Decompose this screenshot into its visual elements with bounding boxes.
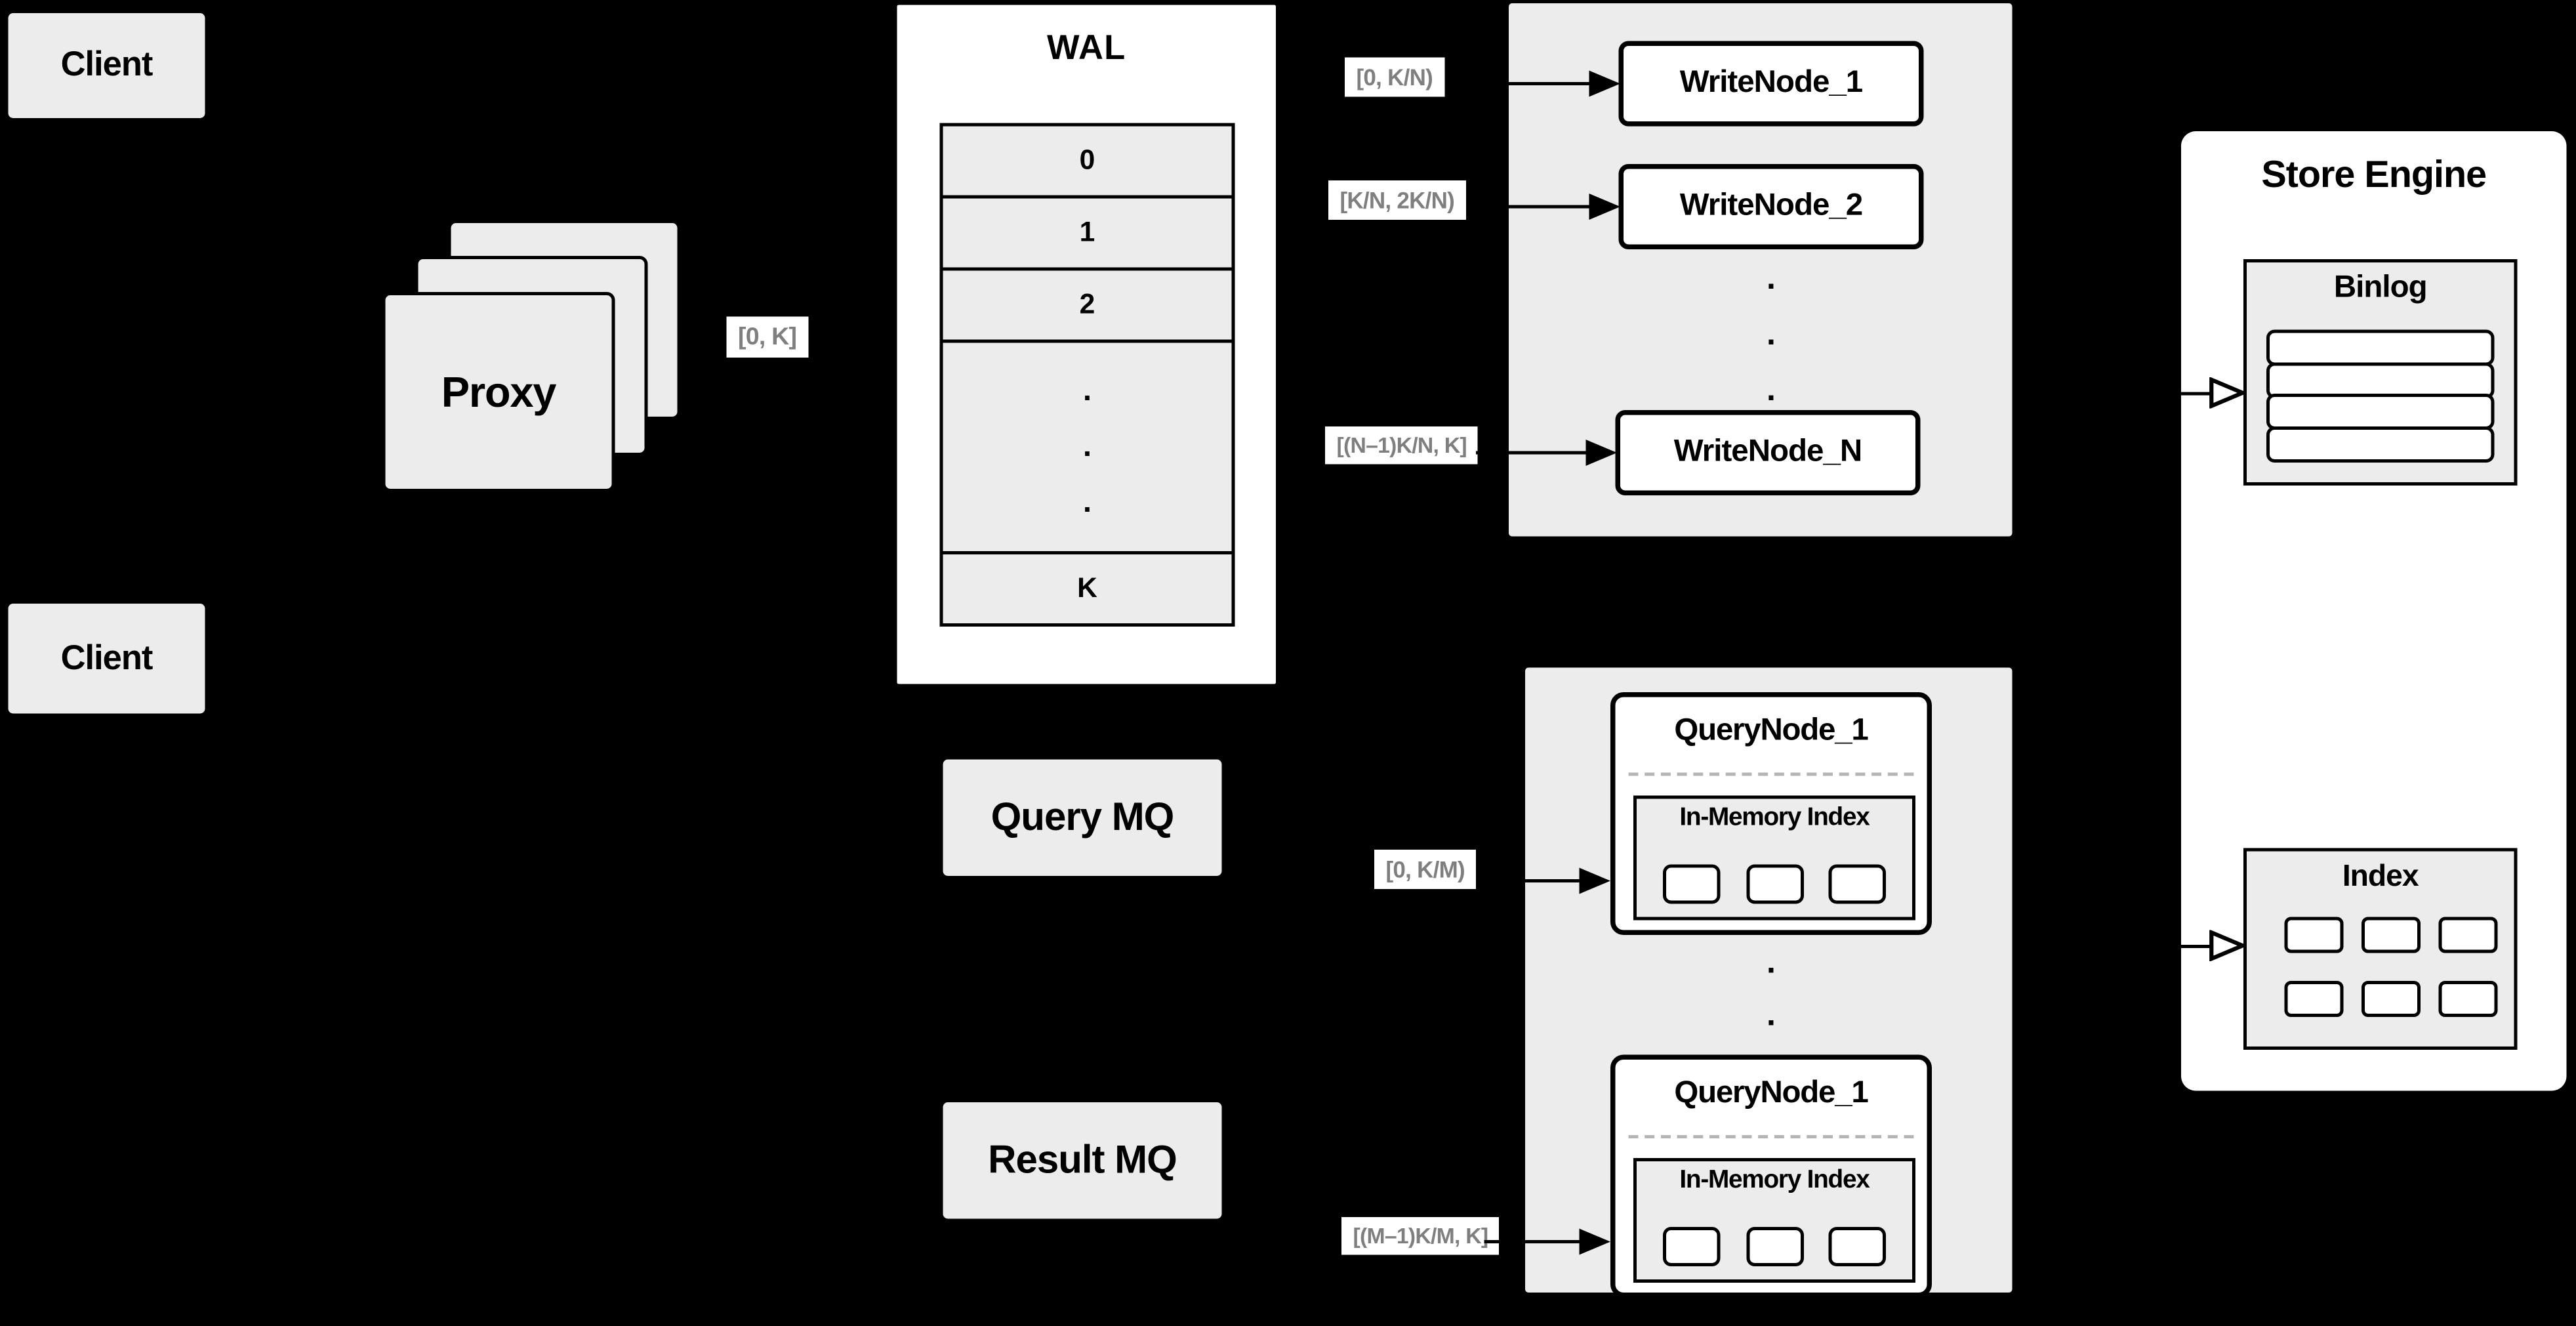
store-engine-node: Store Engine Binlog Index [2181, 131, 2567, 1091]
arrowhead-write-n-icon [1585, 440, 1617, 466]
index-cell [1663, 1227, 1721, 1266]
query-mq-label: Query MQ [991, 795, 1175, 839]
edge-label-wal-to-write-2: [K/N, 2K/N) [1328, 180, 1466, 220]
binlog-row [2266, 425, 2495, 462]
wal-segment-row-ellipsis: . . . [939, 339, 1235, 554]
write-node-1: WriteNode_1 [1618, 41, 1924, 127]
wal-segment-0-label: 0 [1079, 144, 1095, 176]
arrowhead-index-open-icon [2209, 930, 2245, 961]
wal-title: WAL [1047, 30, 1126, 68]
query-node-top-title: QueryNode_1 [1674, 713, 1868, 749]
result-mq-label: Result MQ [988, 1137, 1177, 1182]
index-cell [1828, 864, 1886, 904]
edge-label-proxy-to-wal: [0, K] [726, 316, 808, 358]
proxy-stack: Proxy [382, 220, 681, 492]
binlog-rows [2266, 329, 2495, 462]
edge-label-wal-to-write-1: [0, K/N) [1345, 57, 1444, 97]
proxy-card-front: Proxy [382, 292, 615, 492]
binlog-row [2266, 329, 2495, 366]
arrow-to-index [2176, 944, 2213, 949]
write-node-n-label: WriteNode_N [1673, 434, 1862, 470]
wal-segment-row-2: 2 [939, 267, 1235, 343]
index-cell [2361, 981, 2421, 1017]
index-cell [1663, 864, 1721, 904]
arrowhead-write-1-icon [1589, 70, 1620, 97]
store-engine-title: Store Engine [2261, 152, 2487, 196]
result-mq-node: Result MQ [943, 1102, 1222, 1219]
edge-label-query-to-node-bottom: [(M–1)K/M, K] [1341, 1217, 1500, 1255]
wal-segment-row-0: 0 [939, 123, 1235, 199]
arrow-to-query-node-top [1484, 879, 1581, 883]
client-top-label: Client [60, 46, 153, 84]
index-box: Index [2243, 848, 2518, 1050]
inmemory-index-cells [1663, 864, 1886, 904]
write-node-2: WriteNode_2 [1618, 164, 1924, 249]
inmemory-index-title: In-Memory Index [1679, 804, 1870, 832]
wal-segment-1-label: 1 [1079, 217, 1095, 248]
index-cell [2438, 981, 2498, 1017]
query-mq-node: Query MQ [943, 759, 1222, 876]
arrow-wal-to-write-2 [1476, 204, 1591, 209]
arrowhead-write-2-icon [1589, 194, 1620, 220]
index-cells-row-1 [2284, 917, 2498, 953]
write-node-1-label: WriteNode_1 [1679, 66, 1863, 100]
index-cell [2361, 917, 2421, 953]
query-node-bottom: QueryNode_1 In-Memory Index [1610, 1054, 1932, 1298]
proxy-label: Proxy [441, 366, 557, 416]
wal-segment-row-1: 1 [939, 195, 1235, 271]
query-node-top-inmemory-index: In-Memory Index [1633, 795, 1915, 921]
wal-segment-row-k: K [939, 551, 1235, 627]
index-title: Index [2342, 858, 2419, 893]
client-bottom-label: Client [60, 638, 153, 677]
arrowhead-query-top-icon [1579, 867, 1610, 894]
write-node-ellipsis-dots: . . . [1767, 260, 1776, 409]
binlog-row [2266, 394, 2495, 430]
index-cell [1828, 1227, 1886, 1266]
wal-segment-2-label: 2 [1079, 289, 1095, 320]
wal-node: WAL 0 1 2 . . . K [893, 1, 1279, 688]
arrow-to-query-node-bottom [1484, 1239, 1581, 1244]
query-node-bottom-inmemory-index: In-Memory Index [1633, 1158, 1915, 1283]
index-cell [2438, 917, 2498, 953]
query-node-top-separator [1628, 772, 1914, 776]
arrowhead-binlog-open-icon [2209, 377, 2245, 409]
inmemory-index-title: In-Memory Index [1679, 1166, 1870, 1195]
client-bottom-node: Client [8, 604, 205, 714]
binlog-title: Binlog [2333, 270, 2428, 306]
wal-segment-table: 0 1 2 . . . K [939, 123, 1235, 627]
arrow-to-binlog [2176, 391, 2213, 396]
wal-segment-k-label: K [1077, 572, 1097, 604]
binlog-box: Binlog [2243, 259, 2518, 486]
arrow-wal-to-write-n [1476, 450, 1587, 455]
binlog-row [2266, 362, 2495, 398]
edge-label-query-to-node-top: [0, K/M) [1374, 850, 1477, 889]
index-cell [1746, 1227, 1803, 1266]
write-node-n: WriteNode_N [1615, 410, 1921, 495]
arrow-wal-to-write-1 [1476, 81, 1591, 86]
client-top-node: Client [8, 13, 205, 118]
index-cells-row-2 [2284, 981, 2498, 1017]
wal-ellipsis-dots: . . . [1082, 374, 1092, 520]
write-node-2-label: WriteNode_2 [1679, 188, 1863, 224]
inmemory-index-cells [1663, 1227, 1886, 1266]
arrowhead-query-bottom-icon [1579, 1228, 1610, 1255]
query-node-top: QueryNode_1 In-Memory Index [1610, 692, 1932, 935]
query-node-bottom-separator [1628, 1135, 1914, 1138]
query-node-bottom-title: QueryNode_1 [1674, 1076, 1868, 1111]
index-cell [2284, 917, 2344, 953]
edge-label-wal-to-write-n: [(N–1)K/N, K] [1325, 426, 1479, 465]
index-cell [1746, 864, 1803, 904]
index-cell [2284, 981, 2344, 1017]
